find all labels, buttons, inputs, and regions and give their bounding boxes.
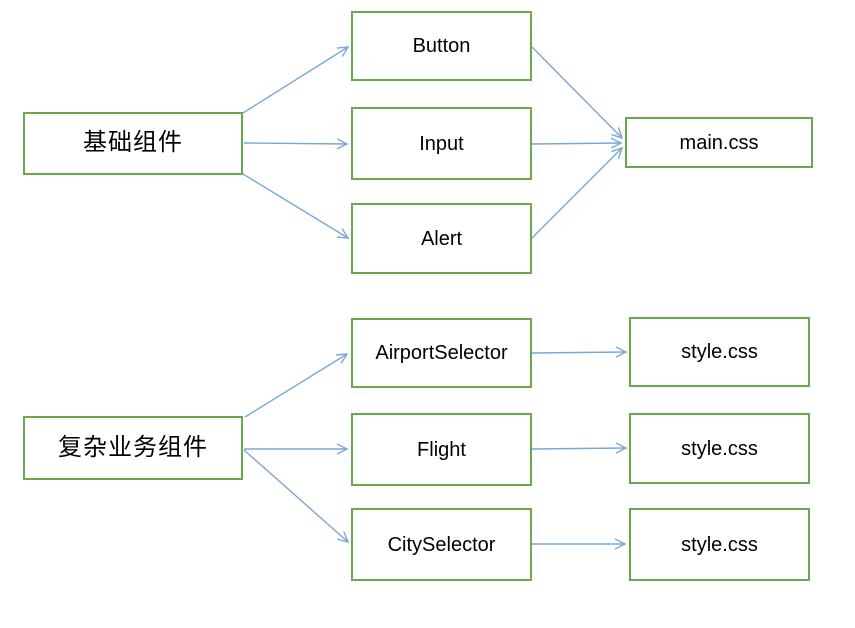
node-basic-components-label: 基础组件 <box>83 129 183 157</box>
node-city-selector: CitySelector <box>351 508 532 581</box>
node-style-css-flight-label: style.css <box>681 437 758 460</box>
node-style-css-airport-label: style.css <box>681 341 758 363</box>
node-complex-business-components-label: 复杂业务组件 <box>58 433 208 461</box>
node-alert: Alert <box>351 203 532 274</box>
node-alert-label: Alert <box>420 227 463 250</box>
node-style-css-city-label: style.css <box>681 533 758 556</box>
node-flight-label: Flight <box>417 438 466 461</box>
connector-complex-to-airportselector <box>244 353 349 418</box>
connector-complex-to-cityselector <box>243 449 350 544</box>
connector-basic-to-input <box>243 138 349 150</box>
node-main-css-label: main.css <box>679 131 759 154</box>
node-style-css-city: style.css <box>629 508 810 581</box>
connector-flight-to-stylecss <box>531 442 628 454</box>
connector-input-to-maincss <box>531 137 623 149</box>
node-flight: Flight <box>351 413 532 486</box>
node-button: Button <box>351 11 532 81</box>
node-input: Input <box>351 107 532 180</box>
node-airport-selector: AirportSelector <box>351 318 532 388</box>
connector-airportselector-to-stylecss <box>531 346 628 358</box>
node-input-label: Input <box>419 132 464 155</box>
connector-basic-to-button <box>242 46 350 114</box>
node-style-css-airport: style.css <box>629 317 810 387</box>
node-complex-business-components: 复杂业务组件 <box>23 416 243 480</box>
node-button-label: Button <box>412 35 471 57</box>
node-city-selector-label: CitySelector <box>387 533 496 556</box>
node-airport-selector-label: AirportSelector <box>375 342 508 364</box>
connector-alert-to-maincss <box>531 146 624 239</box>
node-main-css: main.css <box>625 117 813 168</box>
node-style-css-flight: style.css <box>629 413 810 484</box>
connector-basic-to-alert <box>242 173 350 239</box>
connector-button-to-maincss <box>531 46 624 140</box>
node-basic-components: 基础组件 <box>23 112 243 175</box>
